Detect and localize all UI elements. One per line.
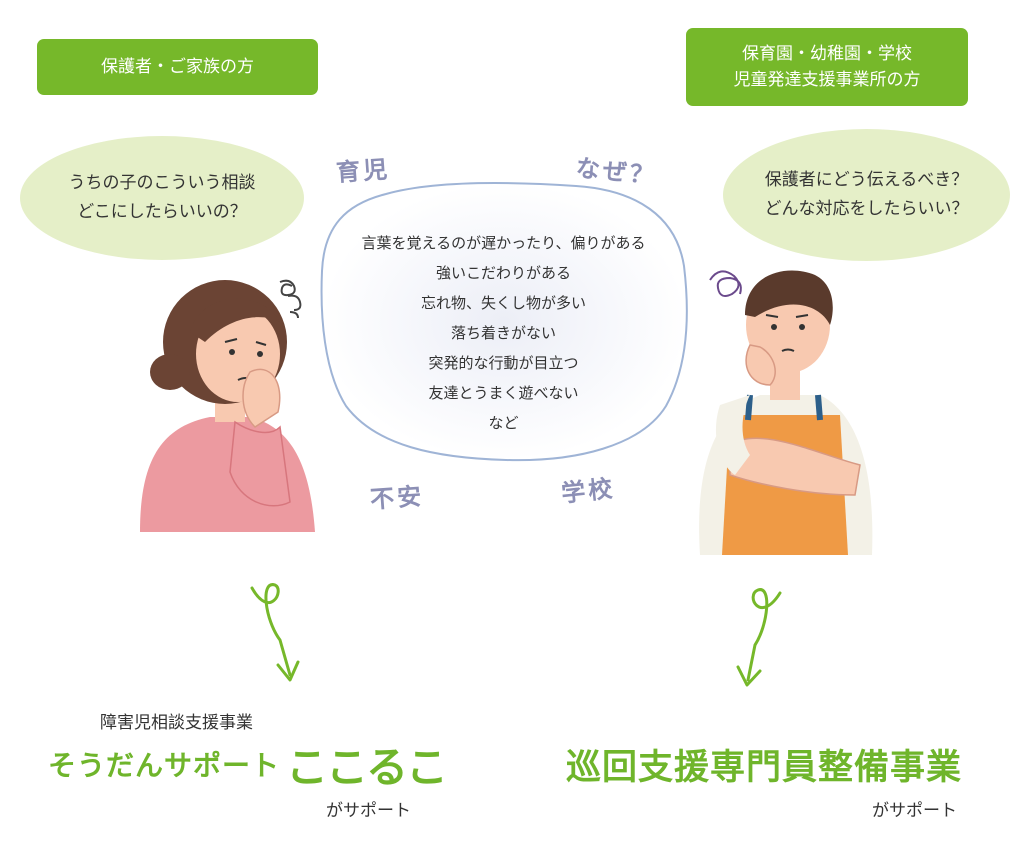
cocoro-title: そうだんサポート [48, 749, 281, 782]
teacher-bubble-line2: どんな対応をしたらいい？ [764, 199, 969, 219]
arrow-down-icon [736, 588, 782, 687]
schools-label-line2: 児童発達支援事業所の方 [733, 70, 921, 90]
concern-item: など [488, 414, 519, 432]
concern-item: 友達とうまく遊べない [428, 384, 579, 402]
concern-item: 突発的な行動が目立つ [428, 354, 579, 372]
cocoro-subtitle: 障害児相談支援事業 [100, 713, 253, 733]
teacher-bubble-line1: 保護者にどう伝えるべき？ [764, 170, 969, 190]
arrow-down-icon [250, 583, 300, 682]
worried-woman-illustration [140, 279, 315, 532]
concern-item: 落ち着きがない [450, 324, 556, 342]
junkai-title: 巡回支援専門員整備事業 [566, 748, 963, 788]
parent-bubble-line2: どこにしたらいいの？ [77, 202, 247, 222]
schools-label: 保育園・幼稚園・学校 児童発達支援事業所の方 [686, 28, 968, 106]
parent-bubble-line1: うちの子のこういう相談 [68, 173, 256, 193]
worry-squiggle-icon [279, 279, 302, 319]
parents-label: 保護者・ご家族の方 [37, 39, 318, 95]
worried-man-illustration [699, 270, 873, 555]
concerns-list: 言葉を覚えるのが遅かったり、偏りがある 強いこだわりがある 忘れ物、失くし物が多… [316, 228, 691, 438]
concern-item: 忘れ物、失くし物が多い [420, 294, 586, 312]
teacher-speech-bubble: 保護者にどう伝えるべき？ どんな対応をしたらいい？ [723, 129, 1010, 261]
cocoro-logo: ここるこ [286, 743, 448, 792]
word-gakko: 学校 [559, 474, 617, 508]
word-ikuji: 育児 [335, 155, 392, 187]
concern-item: 言葉を覚えるのが遅かったり、偏りがある [361, 234, 646, 252]
parents-label-text: 保護者・ご家族の方 [101, 57, 254, 77]
word-fuan: 不安 [369, 482, 426, 514]
concern-item: 強いこだわりがある [435, 264, 571, 282]
junkai-support-text: がサポート [872, 801, 957, 821]
thought-cloud [320, 182, 688, 462]
cocoro-support-text: がサポート [326, 801, 411, 821]
schools-label-line1: 保育園・幼稚園・学校 [742, 44, 912, 64]
worry-squiggle-icon [709, 270, 742, 297]
parent-speech-bubble: うちの子のこういう相談 どこにしたらいいの？ [20, 136, 304, 260]
